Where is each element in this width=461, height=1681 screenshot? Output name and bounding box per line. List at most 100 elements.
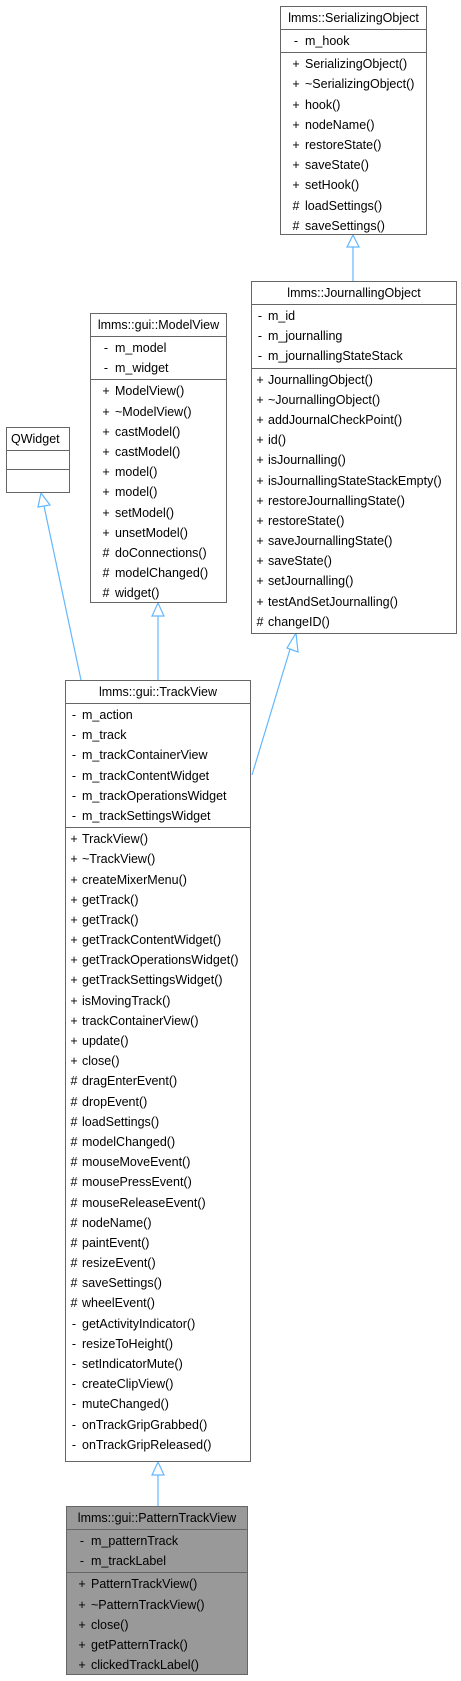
edge-trackview-to-qwidget (43, 505, 82, 681)
method-row: +clickedTrackLabel() (78, 1658, 199, 1673)
attribute-row: -m_trackLabel (79, 1554, 167, 1569)
attributes-section: -m_action -m_track -m_trackContainerView… (66, 704, 250, 829)
method-row: +ModelView() (102, 384, 185, 399)
attributes-section: -m_patternTrack -m_trackLabel (67, 1530, 247, 1574)
edge-trackview-to-journalling (251, 645, 292, 776)
attribute-row: -m_trackOperationsWidget (71, 788, 227, 803)
method-row: #widget() (102, 586, 160, 601)
method-row: #dropEvent() (70, 1094, 148, 1109)
class-title: lmms::JournallingObject (252, 282, 456, 305)
method-row: #dragEnterEvent() (70, 1074, 178, 1089)
class-pattern-track-view[interactable]: lmms::gui::PatternTrackView -m_patternTr… (66, 1506, 248, 1675)
method-row: -setIndicatorMute() (71, 1357, 183, 1371)
method-row: +~JournallingObject() (256, 392, 381, 407)
method-row: +getTrackOperationsWidget() (70, 953, 239, 968)
attribute-row: -m_widget (103, 361, 169, 376)
arrow-trackview (151, 1460, 165, 1476)
method-row: +getPatternTrack() (78, 1637, 188, 1652)
methods-section: +ModelView() +~ModelView() +castModel() … (91, 380, 226, 604)
method-row: +createMixerMenu() (70, 872, 187, 887)
class-serializing-object[interactable]: lmms::SerializingObject -m_hook +Seriali… (280, 6, 427, 235)
class-title: lmms::gui::PatternTrackView (67, 1507, 247, 1530)
method-row: #paintEvent() (70, 1235, 150, 1250)
method-row: +restoreState() (292, 137, 382, 152)
attribute-row: -m_trackContainerView (71, 748, 208, 763)
method-row: +trackContainerView() (70, 1013, 199, 1028)
method-row: +restoreJournallingState() (256, 493, 405, 508)
method-row: +getTrack() (70, 912, 139, 927)
method-row: +~SerializingObject() (292, 77, 415, 92)
method-row: #wheelEvent() (70, 1296, 155, 1311)
class-model-view[interactable]: lmms::gui::ModelView -m_model -m_widget … (90, 313, 227, 603)
method-row: +isJournallingStateStackEmpty() (256, 473, 442, 488)
method-row: #saveSettings() (70, 1276, 162, 1291)
method-row: +unsetModel() (102, 525, 188, 540)
method-row: +setHook() (292, 178, 360, 193)
attribute-row: -m_hook (293, 34, 350, 48)
arrow-serializing (346, 233, 360, 248)
method-row: +addJournalCheckPoint() (256, 412, 403, 427)
attributes-section: -m_model -m_widget (91, 337, 226, 381)
methods-section: +TrackView() +~TrackView() +createMixerM… (66, 828, 250, 1456)
method-row: +JournallingObject() (256, 372, 373, 387)
method-row: +~PatternTrackView() (78, 1597, 205, 1612)
methods-section: +PatternTrackView() +~PatternTrackView()… (67, 1573, 247, 1676)
attributes-section (7, 451, 69, 470)
method-row: +update() (70, 1034, 129, 1048)
method-row: #mouseReleaseEvent() (70, 1195, 206, 1210)
method-row: +castModel() (102, 444, 181, 459)
method-row: +getTrackSettingsWidget() (70, 973, 223, 988)
method-row: -createClipView() (71, 1377, 174, 1392)
attribute-row: -m_trackSettingsWidget (71, 808, 211, 823)
class-title: lmms::SerializingObject (281, 7, 426, 30)
method-row: +testAndSetJournalling() (256, 594, 398, 609)
attribute-row: -m_patternTrack (79, 1534, 179, 1548)
method-row: +SerializingObject() (292, 57, 408, 72)
method-row: -resizeToHeight() (71, 1336, 174, 1351)
class-qwidget[interactable]: QWidget (6, 427, 70, 493)
method-row: #changeID() (256, 614, 330, 629)
method-row: +saveJournallingState() (256, 534, 393, 549)
method-row: #modelChanged() (70, 1134, 176, 1149)
method-row: +nodeName() (292, 117, 375, 132)
method-row: +PatternTrackView() (78, 1577, 198, 1592)
method-row: -onTrackGripReleased() (71, 1437, 212, 1452)
class-title: QWidget (7, 428, 69, 451)
method-row: +model() (102, 485, 158, 500)
method-row: -getActivityIndicator() (71, 1316, 196, 1331)
method-row: #resizeEvent() (70, 1256, 156, 1271)
method-row: +TrackView() (70, 832, 148, 847)
class-track-view[interactable]: lmms::gui::TrackView -m_action -m_track … (65, 680, 251, 1462)
method-row: +isJournalling() (256, 453, 346, 468)
attribute-row: -m_track (71, 728, 127, 743)
attributes-section: -m_hook (281, 30, 426, 54)
method-row: +restoreState() (256, 513, 345, 528)
method-row: #doConnections() (102, 545, 207, 560)
attributes-section: -m_id -m_journalling -m_journallingState… (252, 305, 456, 369)
class-title: lmms::gui::ModelView (91, 314, 226, 337)
attribute-row: -m_journalling (257, 329, 343, 344)
method-row: +saveState() (292, 158, 369, 173)
method-row: #mousePressEvent() (70, 1175, 192, 1190)
method-row: +setModel() (102, 505, 175, 520)
method-row: #modelChanged() (102, 566, 209, 581)
method-row: +getTrack() (70, 892, 139, 907)
method-row: -onTrackGripGrabbed() (71, 1417, 208, 1432)
class-title: lmms::gui::TrackView (66, 681, 250, 704)
arrow-qwidget (37, 491, 52, 508)
methods-section: +JournallingObject() +~JournallingObject… (252, 369, 456, 633)
class-journalling-object[interactable]: lmms::JournallingObject -m_id -m_journal… (251, 281, 457, 634)
arrow-modelview (151, 601, 165, 617)
attribute-row: -m_id (257, 309, 296, 323)
method-row: #mouseMoveEvent() (70, 1155, 191, 1170)
attribute-row: -m_action (71, 708, 133, 722)
attribute-row: -m_journallingStateStack (257, 349, 403, 364)
method-row: +id() (256, 433, 287, 448)
method-row: +close() (78, 1617, 129, 1632)
arrow-journalling (286, 631, 299, 653)
method-row: +close() (70, 1054, 120, 1069)
method-row: #saveSettings() (292, 218, 385, 233)
method-row: #loadSettings() (70, 1114, 160, 1129)
attribute-row: -m_trackContentWidget (71, 768, 210, 783)
